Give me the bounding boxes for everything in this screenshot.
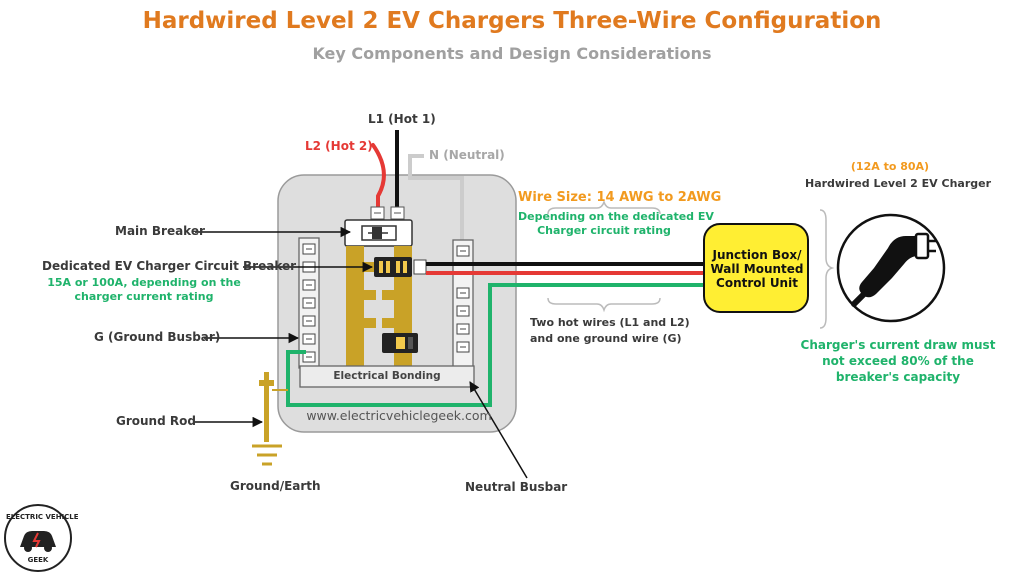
charger-note-1: Charger's current draw must [800, 338, 996, 352]
website-watermark: www.electricvehiclegeek.com [306, 408, 492, 423]
ev-breaker-note-1: 15A or 100A, depending on the [47, 276, 241, 289]
charger-note-2: not exceed 80% of the [822, 354, 974, 368]
wire-size-note-1: Depending on the dedicated EV [518, 210, 714, 223]
label-ground-busbar: G (Ground Busbar) [94, 330, 221, 344]
charger-name: Hardwired Level 2 EV Charger [805, 177, 992, 190]
label-ev-breaker: Dedicated EV Charger Circuit Breaker [42, 259, 297, 273]
neutral-busbar [452, 239, 474, 386]
ground-busbar [298, 237, 320, 369]
page-title: Hardwired Level 2 EV Chargers Three-Wire… [142, 8, 882, 34]
earth-ground-icon [252, 444, 282, 466]
label-l1: L1 (Hot 1) [368, 112, 436, 126]
wire-size-brace [547, 199, 661, 215]
label-neutral-busbar: Neutral Busbar [465, 480, 568, 494]
ev-breaker-note-2: charger current rating [74, 290, 214, 303]
label-electrical-bonding: Electrical Bonding [333, 370, 441, 382]
ev-breaker-load-terminal [413, 259, 427, 275]
label-neutral: N (Neutral) [429, 148, 505, 162]
label-l2: L2 (Hot 2) [305, 139, 373, 153]
wire-bundle-line-1: Two hot wires (L1 and L2) [530, 316, 690, 329]
charger-brace [819, 209, 835, 329]
junction-box-label: Junction Box/ Wall Mounted Control Unit [710, 248, 804, 290]
page-subtitle: Key Components and Design Considerations [312, 44, 712, 63]
charger-note-3: breaker's capacity [835, 370, 961, 384]
car-logo-icon [4, 504, 72, 572]
wire-size-title: Wire Size: 14 AWG to 2AWG [518, 190, 722, 205]
logo-bottom-text: GEEK [27, 556, 49, 564]
wire-bundle-line-2: and one ground wire (G) [530, 332, 682, 345]
wire-bundle-brace [547, 297, 661, 313]
wire-size-note-2: Charger circuit rating [537, 224, 671, 237]
wire-out-ground [286, 283, 708, 407]
label-main-breaker: Main Breaker [115, 224, 205, 238]
ev-plug-icon [836, 213, 946, 323]
label-ground-earth: Ground/Earth [230, 479, 321, 493]
junction-box [703, 223, 809, 313]
arrow-neutral-busbar [469, 381, 528, 479]
electrical-bonding-bar [299, 365, 475, 388]
ground-rod [264, 372, 269, 442]
label-ground-rod: Ground Rod [116, 414, 196, 428]
logo-top-text: ELECTRIC VEHICLE [6, 513, 79, 521]
wire-neutral [408, 154, 464, 242]
wire-l2-hot2 [371, 143, 386, 212]
charger-range: (12A to 80A) [850, 160, 930, 173]
